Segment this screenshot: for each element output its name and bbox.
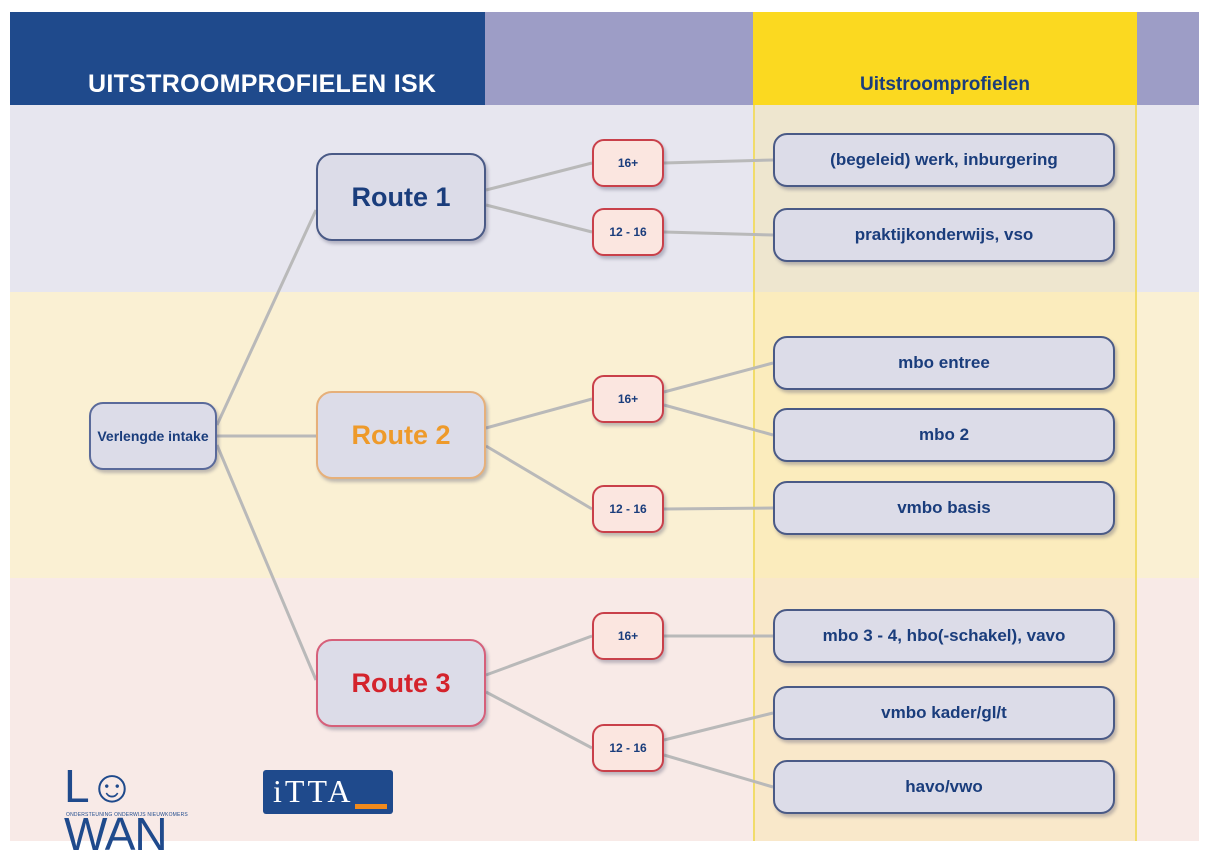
connector-intake-route1: [215, 209, 318, 426]
itta-logo-text: iTTA: [273, 773, 354, 809]
intake-box: Verlengde intake: [89, 402, 217, 470]
connector-route2-age3: [485, 397, 593, 430]
header-column-panel: [753, 12, 1137, 105]
age-badge-route2-16plus: 16+: [592, 375, 664, 423]
outcome-box: vmbo kader/gl/t: [773, 686, 1115, 740]
lowan-logo: L☺WAN ONDERSTEUNING ONDERWIJS NIEUWKOMER…: [64, 762, 234, 858]
lowan-logo-text: L☺WAN: [64, 760, 168, 860]
outcome-box: havo/vwo: [773, 760, 1115, 814]
route-3-box: Route 3: [316, 639, 486, 727]
connector-age3-outcome4: [663, 403, 774, 437]
header-spacer-panel: [485, 12, 753, 105]
itta-logo-accent: [355, 804, 387, 809]
page-title: UITSTROOMPROFIELEN ISK: [88, 70, 437, 98]
header-title-panel: [10, 12, 485, 105]
connector-route2-age4: [485, 444, 593, 511]
connector-age6-outcome7: [663, 711, 774, 742]
connector-route1-age1: [485, 161, 593, 192]
outcome-box: mbo entree: [773, 336, 1115, 390]
age-badge-route1-16plus: 16+: [592, 139, 664, 187]
header-end-panel: [1137, 12, 1199, 105]
connector-age3-outcome3: [663, 361, 774, 394]
age-badge-route1-12-16: 12 - 16: [592, 208, 664, 256]
connector-route3-age5: [485, 634, 593, 677]
connector-age2-outcome2: [663, 230, 774, 237]
connector-route1-age2: [485, 203, 593, 234]
outcome-column-title: Uitstroomprofielen: [860, 74, 1030, 95]
itta-logo: iTTA: [263, 770, 393, 814]
age-badge-route3-12-16: 12 - 16: [592, 724, 664, 772]
outcome-box: mbo 2: [773, 408, 1115, 462]
outcome-box: vmbo basis: [773, 481, 1115, 535]
age-badge-route3-16plus: 16+: [592, 612, 664, 660]
outcome-box: mbo 3 - 4, hbo(-schakel), vavo: [773, 609, 1115, 663]
age-badge-route2-12-16: 12 - 16: [592, 485, 664, 533]
route-2-box: Route 2: [316, 391, 486, 479]
lowan-logo-tagline: ONDERSTEUNING ONDERWIJS NIEUWKOMERS: [66, 812, 188, 818]
outcome-box: praktijkonderwijs, vso: [773, 208, 1115, 262]
route-1-box: Route 1: [316, 153, 486, 241]
connector-intake-route3: [215, 444, 318, 681]
outcome-box: (begeleid) werk, inburgering: [773, 133, 1115, 187]
connector-age4-outcome5: [663, 506, 774, 511]
connector-route3-age6: [485, 690, 593, 750]
connector-age1-outcome1: [663, 158, 774, 165]
connector-age6-outcome8: [663, 753, 774, 789]
